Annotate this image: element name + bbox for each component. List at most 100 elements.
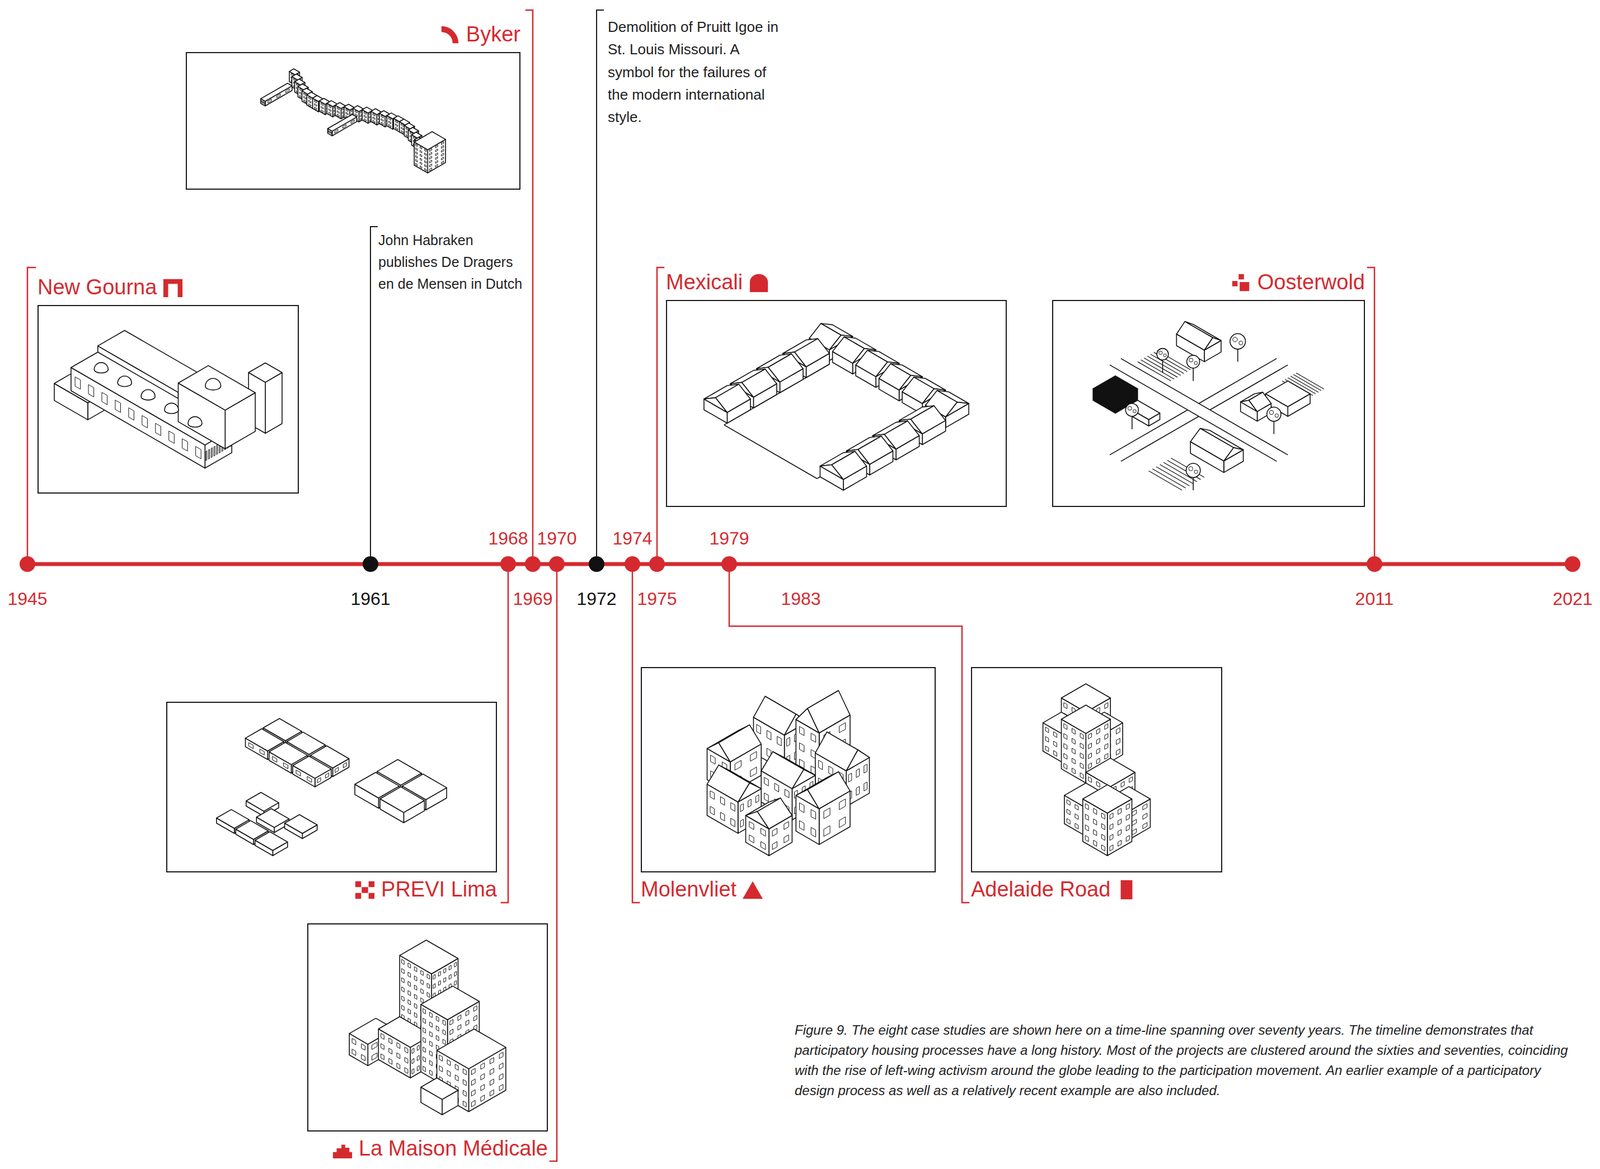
building-face	[750, 767, 757, 778]
building-face	[454, 962, 457, 968]
year-dot	[588, 556, 605, 572]
building-face	[246, 792, 279, 812]
project-illustration	[707, 690, 870, 856]
building-face	[1063, 763, 1068, 770]
building-face	[1045, 736, 1049, 743]
building-face	[429, 1041, 433, 1048]
dome	[205, 378, 222, 391]
building-face	[1132, 819, 1137, 826]
building-face	[1104, 723, 1109, 730]
building-face	[292, 756, 332, 779]
building-face	[285, 88, 290, 93]
case-study-heading: Byker	[439, 21, 521, 48]
case-study-heading: Adelaide Road	[970, 876, 1138, 903]
building-face	[879, 363, 912, 391]
building-face	[420, 161, 422, 165]
building-face	[471, 1089, 476, 1096]
building-face	[1088, 753, 1092, 759]
building-face	[441, 157, 444, 161]
building-face	[415, 159, 418, 163]
building-face	[1072, 728, 1076, 735]
case-study-heading: Oosterwold	[1230, 269, 1365, 296]
building-face	[1093, 818, 1097, 825]
building-face	[343, 124, 347, 129]
building-face	[474, 1015, 478, 1021]
tree-trunk	[1131, 415, 1133, 430]
building-face	[720, 812, 725, 821]
building-face	[740, 803, 744, 812]
building-face	[1190, 428, 1234, 462]
building-face	[1096, 758, 1100, 764]
building-face	[1125, 814, 1130, 821]
icon-shape	[361, 887, 368, 893]
building-face	[1075, 813, 1079, 820]
building-face	[354, 110, 358, 114]
building-face	[857, 435, 893, 464]
building-face	[303, 99, 307, 103]
building-face	[414, 1012, 417, 1018]
dome	[117, 376, 132, 387]
building-face	[317, 777, 321, 783]
ground-line	[1120, 416, 1199, 462]
building-face	[248, 363, 283, 383]
project-illustration	[704, 323, 969, 491]
building-face	[308, 103, 311, 107]
building-face	[429, 148, 432, 152]
building-face	[799, 742, 805, 753]
building-face	[88, 384, 95, 397]
building-face	[388, 117, 391, 121]
case-study-title: PREVI Lima	[381, 876, 497, 903]
building-face	[381, 1053, 385, 1060]
building-face	[439, 1065, 443, 1072]
building-face	[101, 392, 108, 405]
building-face	[1118, 840, 1122, 847]
project-illustration	[216, 718, 447, 856]
building-face	[772, 841, 777, 850]
building-face	[420, 165, 422, 169]
tree-detail	[1188, 466, 1194, 472]
year-label: 1961	[350, 588, 391, 610]
building-face	[480, 1084, 485, 1092]
case-study-title: Byker	[466, 21, 521, 48]
building-face	[1085, 758, 1135, 787]
building-face	[480, 1073, 485, 1081]
building-face	[439, 1054, 443, 1062]
building-face	[1142, 822, 1148, 829]
leader-line	[501, 564, 509, 903]
building-face	[1053, 741, 1058, 748]
timeline-axis	[27, 562, 1573, 567]
building-face	[1132, 809, 1137, 816]
building-face	[424, 164, 427, 168]
building-face	[1093, 808, 1097, 815]
building-face	[1104, 702, 1109, 710]
building-face	[839, 799, 846, 810]
building-face	[1075, 823, 1079, 829]
building-face	[420, 150, 422, 154]
dome	[94, 362, 109, 374]
building-face	[429, 1070, 433, 1076]
building-face	[195, 446, 202, 459]
building-face	[415, 147, 418, 151]
building-face	[442, 1029, 446, 1036]
building-face	[810, 809, 816, 820]
building-face	[1176, 321, 1213, 351]
building-face	[457, 1024, 462, 1031]
building-face	[766, 730, 771, 740]
case-study-title: Adelaide Road	[970, 876, 1111, 903]
tree-crown	[1156, 348, 1169, 361]
tree-trunk	[1192, 476, 1194, 491]
building-face	[401, 959, 405, 965]
tree-crown	[1125, 403, 1139, 417]
building-face	[381, 1033, 385, 1040]
building-face	[424, 152, 427, 156]
building-face	[1109, 823, 1114, 830]
building-face	[420, 970, 424, 976]
field-hatch	[1296, 372, 1325, 389]
building-face	[1129, 776, 1133, 783]
building-face	[420, 146, 422, 150]
building-face	[756, 724, 761, 735]
building-face	[471, 1078, 476, 1086]
building-face	[786, 737, 791, 747]
building-face	[381, 118, 384, 122]
building-face	[407, 963, 411, 969]
